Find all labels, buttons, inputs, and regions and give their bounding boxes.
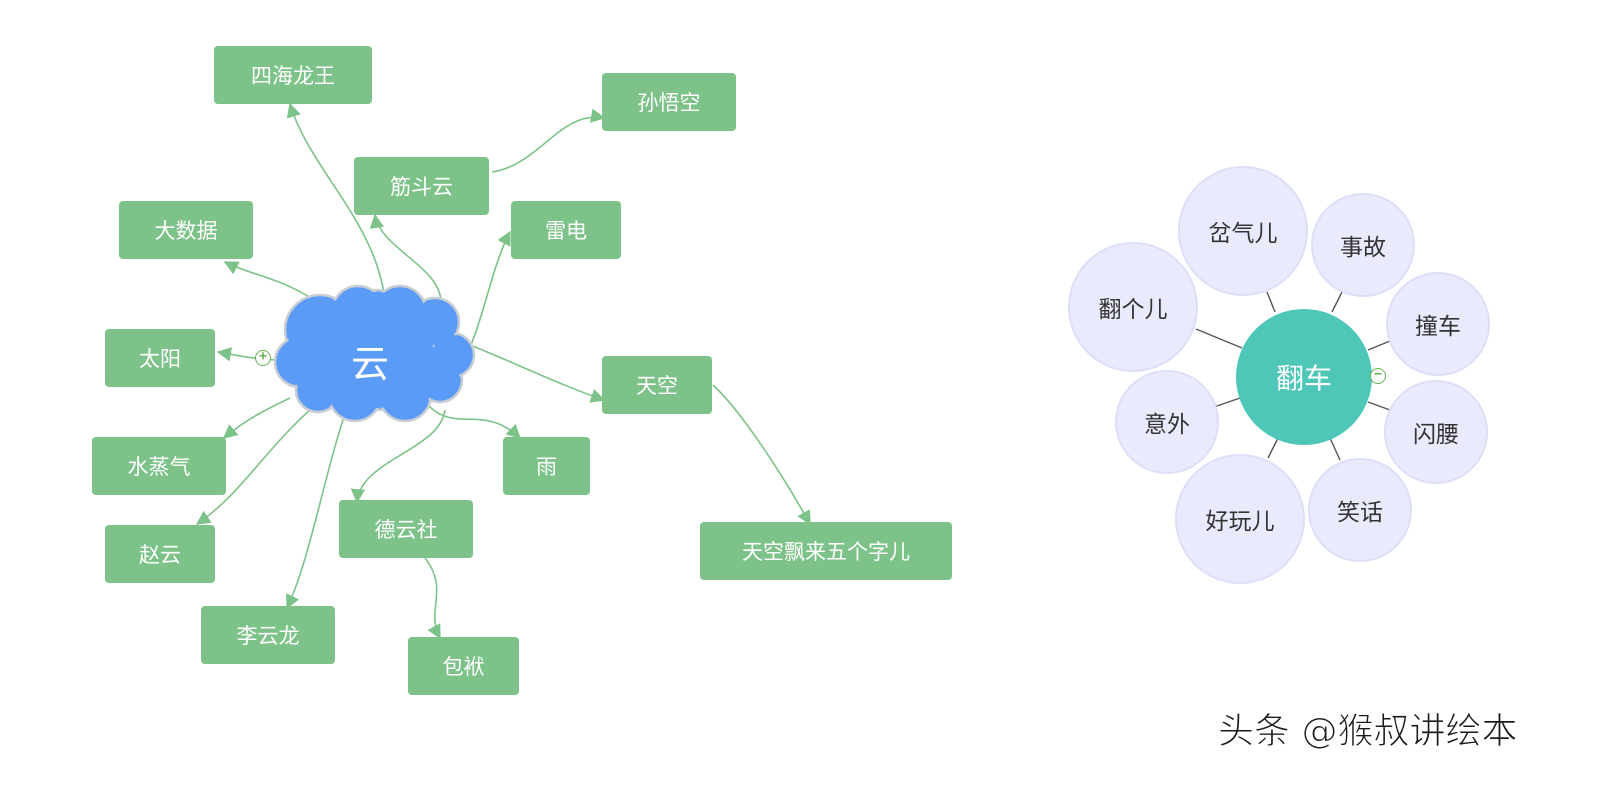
node-taiyang[interactable]: 太阳 — [105, 329, 215, 387]
edge-sunwukong — [491, 108, 606, 173]
center-fanche[interactable]: 翻车 — [1236, 309, 1372, 445]
spoke-zhuangche — [1367, 340, 1391, 351]
node-zhaoyun[interactable]: 赵云 — [105, 525, 215, 583]
cloud-fill — [277, 288, 472, 419]
node-tiankongpiao[interactable]: 天空飘来五个字儿 — [700, 522, 952, 580]
collapse-toggle-icon[interactable]: − — [1370, 368, 1386, 384]
edge-tiankong — [469, 344, 606, 403]
petal-fangeer[interactable]: 翻个儿 — [1068, 242, 1198, 372]
edge-sihai — [286, 102, 386, 301]
spoke-shigu — [1331, 291, 1343, 313]
edge-tiankongpiao — [712, 384, 811, 526]
expand-toggle-icon[interactable]: + — [255, 350, 271, 366]
spoke-xiaohua — [1329, 437, 1341, 461]
node-sunwukong[interactable]: 孙悟空 — [602, 73, 736, 131]
node-leidian[interactable]: 雷电 — [511, 201, 621, 259]
petal-zhuangche[interactable]: 撞车 — [1386, 272, 1490, 376]
node-sihai[interactable]: 四海龙王 — [214, 46, 372, 104]
node-deyunshe[interactable]: 德云社 — [339, 500, 473, 558]
edge-jindouyun — [369, 213, 442, 311]
cloud-center-label[interactable]: 云 — [350, 341, 389, 386]
node-jindouyun[interactable]: 筋斗云 — [354, 157, 489, 215]
edge-baofu — [424, 557, 441, 640]
spoke-shanyao — [1367, 401, 1391, 411]
petal-chaqier[interactable]: 岔气儿 — [1178, 166, 1308, 296]
edge-yu — [419, 394, 522, 439]
watermark: 头条 @猴叔讲绘本 — [1217, 711, 1518, 753]
spoke-haowaner — [1267, 437, 1279, 459]
edge-deyunshe — [350, 409, 446, 504]
petal-haowaner[interactable]: 好玩儿 — [1175, 454, 1305, 584]
spoke-chaqier — [1266, 291, 1276, 313]
node-liyunlong[interactable]: 李云龙 — [201, 606, 335, 664]
petal-shanyao[interactable]: 闪腰 — [1384, 380, 1488, 484]
node-dashuju[interactable]: 大数据 — [119, 201, 253, 259]
node-shuizhengqi[interactable]: 水蒸气 — [92, 437, 226, 495]
right-map-spokes — [1195, 291, 1391, 461]
node-yu[interactable]: 雨 — [503, 437, 590, 495]
petal-xiaohua[interactable]: 笑话 — [1308, 458, 1412, 562]
edge-zhaoyun — [195, 409, 311, 525]
node-tiankong[interactable]: 天空 — [602, 356, 712, 414]
edge-taiyang — [216, 347, 283, 362]
petal-shigu[interactable]: 事故 — [1311, 193, 1415, 297]
node-baofu[interactable]: 包袱 — [408, 637, 519, 695]
edge-liyunlong — [286, 404, 349, 610]
edge-shuizhengqi — [222, 397, 291, 439]
spoke-fangeer — [1195, 328, 1243, 349]
petal-yiwai[interactable]: 意外 — [1115, 370, 1219, 474]
spoke-yiwai — [1213, 397, 1241, 408]
